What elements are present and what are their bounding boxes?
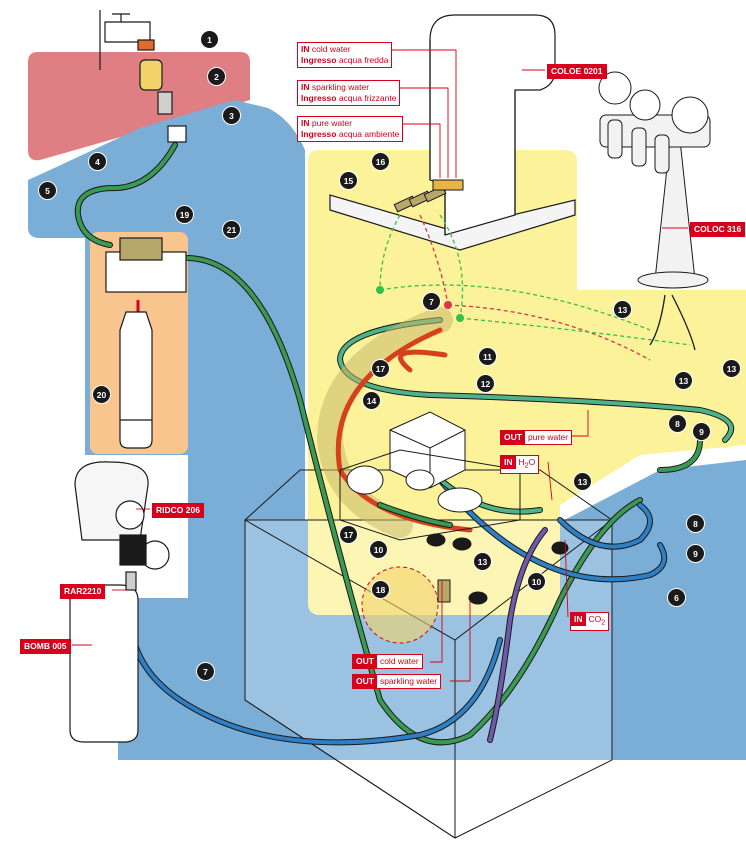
callout-badge: 15 [339,171,358,190]
blue-zone-upper [28,100,746,760]
tag-column: COLOE 0201 [547,64,607,79]
callout-badge: 4 [88,152,107,171]
callout-badge: 9 [692,422,711,441]
blue-zone-right [555,460,746,650]
filter-assembly [105,237,187,449]
callout-badge: 17 [371,359,390,378]
tag-cylinder: BOMB 005 [20,639,71,654]
callout-badge: 13 [613,300,632,319]
callout-badge: 12 [476,374,495,393]
callout-badge: 8 [686,514,705,533]
callout-badge: 7 [422,292,441,311]
callout-badge: 20 [92,385,111,404]
tag-tap: COLOC 316 [690,222,746,237]
dashed-guides [379,214,696,361]
callout-badge: 9 [686,544,705,563]
co2-cylinder [69,461,170,743]
inlet-label-sparkling: IN sparkling water Ingresso acqua frizza… [297,80,401,106]
callout-badge: 14 [362,391,381,410]
leader-lines [72,49,688,682]
callout-badge: 5 [38,181,57,200]
cooler-internals [339,411,569,605]
callout-badge: 7 [196,662,215,681]
callout-badge: 18 [371,580,390,599]
callout-badge: 19 [175,205,194,224]
callout-badge: 13 [473,552,492,571]
callout-badge: 10 [527,572,546,591]
callout-badge: 17 [339,525,358,544]
tap-tower [598,71,711,289]
callout-badge: 13 [722,359,741,378]
inlet-label-pure: IN pure water Ingresso acqua ambiente [297,116,404,142]
hose-bundle [316,307,453,538]
inlet-label-cold: IN cold water Ingresso acqua fredda [297,42,393,68]
callout-badge: 1 [200,30,219,49]
wall-faucet [99,10,187,143]
tag-reducer: RIDCO 206 [152,503,204,518]
callout-badge: 2 [207,67,226,86]
callout-badge: 11 [478,347,497,366]
callout-badge: 21 [222,220,241,239]
yellow-zone [308,150,746,615]
callout-badge: 16 [371,152,390,171]
hoses [74,142,734,746]
callout-badge: 8 [668,414,687,433]
pink-zone [28,52,250,161]
tag-adapter: RAR2210 [60,584,106,599]
callout-badge: 13 [674,371,693,390]
callout-badge: 10 [369,540,388,559]
callout-badge: 3 [222,106,241,125]
inlet-fittings [393,179,464,213]
callout-badge: 6 [667,588,686,607]
callout-badge: 13 [573,472,592,491]
callout-18-area [361,566,439,644]
